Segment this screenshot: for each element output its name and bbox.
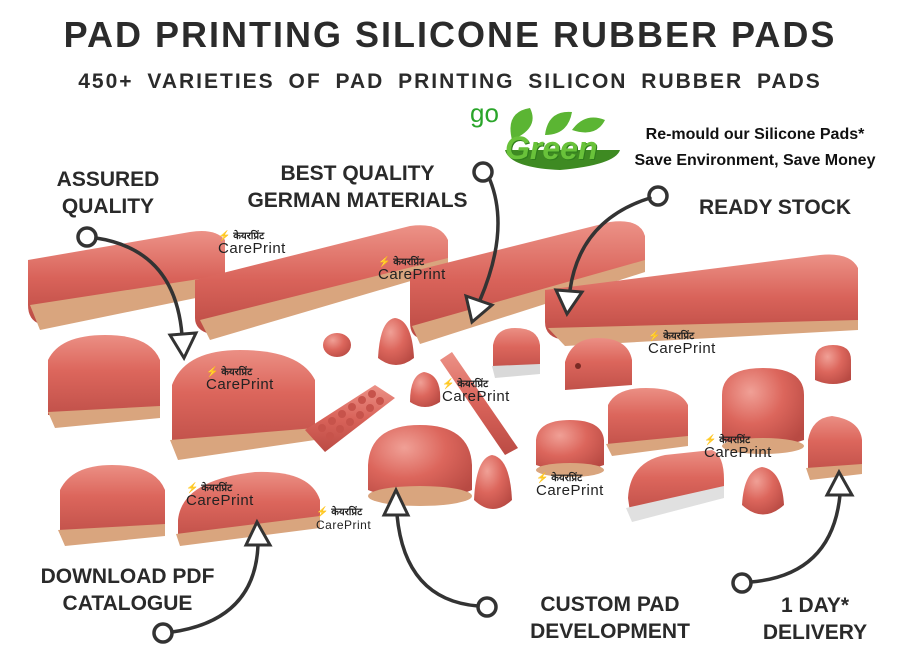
callout-dot-assured <box>76 226 98 248</box>
callout-dot-custom <box>476 596 498 618</box>
callout-line-delivery <box>749 493 842 584</box>
watermark-brand: CarePrint <box>704 444 772 461</box>
round-pad-large <box>368 425 472 506</box>
page-title: PAD PRINTING SILICONE RUBBER PADS <box>63 14 837 55</box>
feature-best-quality-line-2: GERMAN MATERIALS <box>247 189 468 212</box>
feature-delivery: 1 DAY* DELIVERY <box>745 592 885 646</box>
feature-assured-quality-line-1: ASSURED <box>56 168 160 191</box>
feature-assured-quality: ASSURED QUALITY <box>38 166 178 220</box>
cone-pad-1 <box>378 318 414 365</box>
callout-line-assured <box>94 236 184 337</box>
callout-dot-quality <box>472 161 494 183</box>
notched-pad <box>565 338 632 390</box>
watermark-tag: केयरप्रिंट <box>331 507 363 518</box>
cone-pad-2 <box>410 372 441 407</box>
callout-dot-delivery <box>731 572 753 594</box>
block-pad-small-1 <box>492 328 540 378</box>
square-dome-pad-3 <box>58 465 165 546</box>
watermark-brand: CarePrint <box>316 518 372 532</box>
watermark-tag: केयरप्रिंट <box>457 379 489 390</box>
watermark-brand: CarePrint <box>378 266 446 283</box>
leaf-icon <box>505 108 620 170</box>
watermark-tag: केयरप्रिंट <box>221 367 253 378</box>
cone-pad-4 <box>742 467 784 515</box>
feature-delivery-line-2: DELIVERY <box>762 621 868 644</box>
eco-line-1: Re-mould our Silicone Pads* <box>645 126 865 143</box>
feature-assured-quality-line-2: QUALITY <box>61 195 155 218</box>
watermark-tag: केयरप्रिंट <box>551 473 583 484</box>
eco-line-2: Save Environment, Save Money <box>634 152 876 169</box>
watermark-tag: केयरप्रिंट <box>201 483 233 494</box>
watermark-tag: केयरप्रिंट <box>393 257 425 268</box>
rod-pad <box>440 352 518 455</box>
eco-promo: Re-mould our Silicone Pads* Save Environ… <box>625 122 885 174</box>
round-pad-medium <box>536 420 604 477</box>
small-cylinder-pad-1 <box>323 333 351 357</box>
square-dome-pad-large <box>170 350 315 460</box>
bar-pad-1 <box>28 231 225 330</box>
callout-dot-stock <box>647 185 669 207</box>
cone-pad-3 <box>474 455 512 509</box>
callout-line-stock <box>568 196 652 292</box>
callout-line-download <box>170 543 260 634</box>
bumped-strip-pad <box>305 385 395 452</box>
feature-custom-pad: CUSTOM PAD DEVELOPMENT <box>515 591 705 645</box>
feature-delivery-line-1: 1 DAY* <box>780 594 850 617</box>
go-green-logo-go: go <box>470 98 499 128</box>
go-green-logo-green: Green <box>505 130 598 166</box>
callout-dot-download <box>152 622 174 644</box>
feature-best-quality: BEST QUALITY GERMAN MATERIALS <box>220 160 495 214</box>
loaf-pad <box>176 471 320 546</box>
callout-line-quality <box>478 178 500 302</box>
watermark-brand: CarePrint <box>206 376 274 393</box>
page-subtitle: 450+ VARIETIES OF PAD PRINTING SILICON R… <box>78 70 822 93</box>
block-pad-small-2 <box>806 416 862 480</box>
feature-download-pdf-line-1: DOWNLOAD PDF <box>40 565 215 588</box>
watermark-tag: केयरप्रिंट <box>663 331 695 342</box>
feature-best-quality-line-1: BEST QUALITY <box>280 162 435 185</box>
callout-line-custom <box>395 513 480 608</box>
bar-pad-4 <box>545 254 858 346</box>
small-cylinder-pad-2 <box>815 345 851 384</box>
feature-custom-pad-line-2: DEVELOPMENT <box>530 620 690 643</box>
feature-ready-stock: READY STOCK <box>698 196 852 219</box>
bar-pad-2 <box>195 225 448 340</box>
watermark-tag: केयरप्रिंट <box>719 435 751 446</box>
square-dome-pad-2 <box>606 388 688 456</box>
square-dome-pad-1 <box>48 335 160 428</box>
feature-download-pdf[interactable]: DOWNLOAD PDF CATALOGUE <box>20 563 235 617</box>
watermark-tag: केयरप्रिंट <box>233 231 265 242</box>
watermark-brand: CarePrint <box>536 482 604 499</box>
watermark-brand: CarePrint <box>648 340 716 357</box>
watermark-brand: CarePrint <box>442 388 510 405</box>
feature-custom-pad-line-1: CUSTOM PAD <box>540 593 680 616</box>
loaf-pad-grey-base <box>626 450 724 522</box>
watermark-brand: CarePrint <box>218 240 286 257</box>
watermark-brand: CarePrint <box>186 492 254 509</box>
feature-download-pdf-line-2: CATALOGUE <box>62 592 193 615</box>
round-pad-tall <box>722 368 804 454</box>
